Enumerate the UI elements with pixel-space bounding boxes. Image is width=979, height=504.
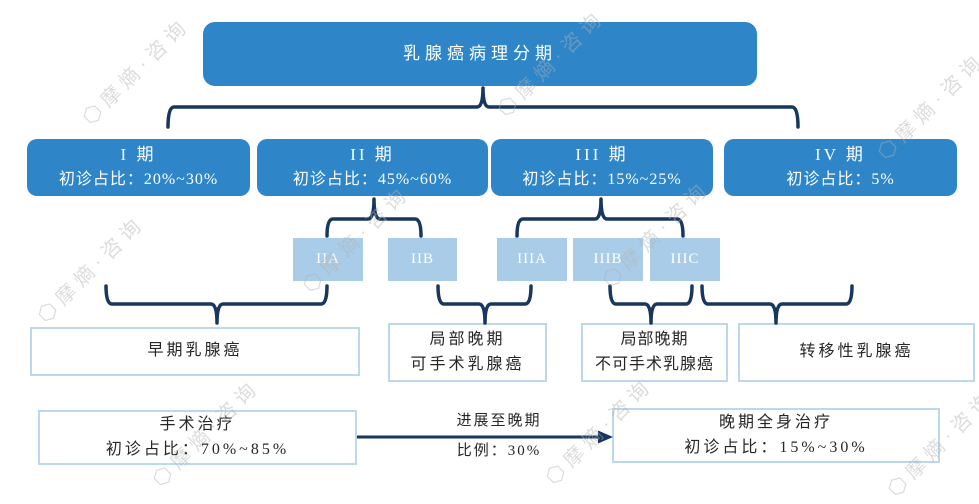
brace-stage3-sub: [515, 197, 685, 238]
substage-box-iib: IIB: [388, 238, 457, 281]
substage-box-iiia: IIIA: [497, 238, 567, 281]
treatment-box-surgery: 手术治疗 初诊占比：70%~85%: [38, 410, 357, 465]
watermark: ⬡摩熵·咨询: [75, 10, 196, 131]
treatment-systemic-line2: 初诊占比：15%~30%: [684, 438, 868, 456]
category-box-metastatic: 转移性乳腺癌: [738, 323, 975, 382]
diagram-title: 乳腺癌病理分期: [403, 43, 557, 63]
substage-box-iiic: IIIC: [650, 238, 720, 281]
substage-iiib-label: IIIB: [593, 251, 623, 267]
progression-label-line2: 比例：30%: [456, 443, 542, 459]
category-inoperable-line1: 局部晚期: [620, 330, 689, 348]
category-early-label: 早期乳腺癌: [147, 342, 243, 360]
watermark: ⬡摩熵·咨询: [30, 208, 151, 329]
stage-1-subtitle: 初诊占比：20%~30%: [58, 171, 219, 189]
hexagon-logo-icon: ⬡: [76, 97, 110, 130]
hexagon-logo-icon: ⬡: [881, 469, 915, 502]
root-node: 乳腺癌病理分期: [203, 22, 757, 86]
category-metastatic-label: 转移性乳腺癌: [799, 343, 914, 361]
stage-3-title: III 期: [575, 144, 629, 164]
watermark-text: 摩熵·咨询: [891, 48, 979, 147]
stage-box-2: II 期 初诊占比：45%~60%: [257, 139, 488, 196]
category-box-early: 早期乳腺癌: [30, 327, 360, 376]
progression-arrow-label: 进展至晚期 比例：30%: [420, 409, 578, 460]
substage-box-iiib: IIIB: [573, 238, 643, 281]
brace-top: [166, 86, 800, 129]
brace-stage2-sub: [325, 197, 423, 238]
brace-category-operable: [436, 284, 533, 325]
substage-box-iia: IIA: [293, 238, 363, 281]
watermark-text: 摩熵·咨询: [96, 13, 195, 112]
substage-iiia-label: IIIA: [517, 251, 547, 267]
treatment-surgery-line1: 手术治疗: [159, 415, 236, 433]
category-inoperable-line2: 不可手术乳腺癌: [594, 355, 714, 373]
substage-iib-label: IIB: [411, 251, 434, 267]
brace-category-early: [104, 284, 329, 325]
stage-4-subtitle: 初诊占比：5%: [786, 171, 895, 189]
hexagon-logo-icon: ⬡: [491, 89, 525, 122]
brace-category-inoperable: [608, 284, 694, 325]
stage-1-title: I 期: [120, 144, 157, 164]
brace-category-metastatic: [700, 284, 854, 325]
treatment-surgery-line2: 初诊占比：70%~85%: [105, 440, 290, 458]
treatment-systemic-line1: 晚期全身治疗: [718, 413, 833, 431]
substage-iiic-label: IIIC: [670, 251, 700, 267]
progression-arrow-head: [598, 430, 613, 444]
stage-2-title: II 期: [350, 144, 395, 164]
category-operable-line2: 可手术乳腺癌: [410, 355, 525, 373]
hexagon-logo-icon: ⬡: [31, 295, 65, 328]
stage-4-title: IV 期: [815, 144, 866, 164]
watermark-text: 摩熵·咨询: [51, 211, 150, 310]
category-box-inoperable: 局部晚期 不可手术乳腺癌: [581, 323, 728, 382]
progression-label-line1: 进展至晚期: [456, 413, 542, 429]
category-operable-line1: 局部晚期: [429, 330, 506, 348]
stage-2-subtitle: 初诊占比：45%~60%: [292, 171, 453, 189]
hexagon-logo-icon: ⬡: [539, 457, 573, 490]
stage-3-subtitle: 初诊占比：15%~25%: [522, 171, 682, 189]
category-box-operable: 局部晚期 可手术乳腺癌: [388, 323, 547, 382]
treatment-box-systemic: 晚期全身治疗 初诊占比：15%~30%: [612, 408, 940, 463]
stage-box-1: I 期 初诊占比：20%~30%: [27, 139, 250, 196]
stage-box-3: III 期 初诊占比：15%~25%: [491, 139, 713, 196]
stage-box-4: IV 期 初诊占比：5%: [724, 139, 957, 196]
substage-iia-label: IIA: [316, 251, 340, 267]
